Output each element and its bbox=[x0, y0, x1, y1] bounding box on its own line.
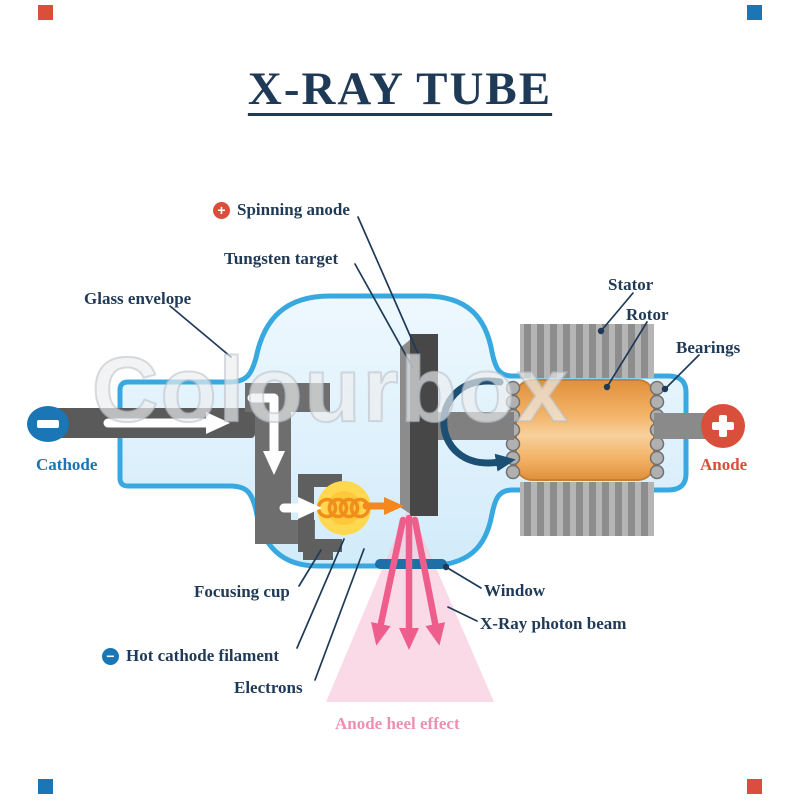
label-text: Cathode bbox=[36, 455, 98, 474]
label-text: Electrons bbox=[234, 678, 303, 697]
minus-icon bbox=[102, 647, 119, 665]
electron-flow-arrows bbox=[103, 393, 322, 519]
leader-dots bbox=[442, 327, 669, 571]
label-hot-cathode-filament: Hot cathode filament bbox=[102, 646, 279, 666]
label-electrons: Electrons bbox=[234, 678, 303, 698]
label-anode-heel-effect: Anode heel effect bbox=[335, 714, 460, 734]
label-anode: Anode bbox=[700, 455, 747, 475]
stator-bottom bbox=[520, 482, 654, 536]
stator-top bbox=[520, 324, 654, 378]
label-focusing-cup: Focusing cup bbox=[194, 582, 290, 602]
label-xray-photon-beam: X-Ray photon beam bbox=[480, 614, 626, 634]
rotation-arrow bbox=[440, 377, 516, 472]
label-glass-envelope: Glass envelope bbox=[84, 289, 191, 309]
label-text: Glass envelope bbox=[84, 289, 192, 308]
label-text: Rotor bbox=[626, 305, 669, 324]
anode-terminal bbox=[654, 404, 745, 448]
leader-lines bbox=[169, 216, 700, 681]
label-rotor: Rotor bbox=[626, 305, 668, 325]
rotor-cylinder bbox=[515, 379, 655, 481]
label-text: Window bbox=[484, 581, 546, 600]
label-tungsten-target: Tungsten target bbox=[224, 249, 338, 269]
hot-cathode-filament-coil bbox=[316, 481, 371, 535]
label-text: X-Ray photon beam bbox=[480, 614, 627, 633]
label-text: Spinning anode bbox=[237, 200, 350, 219]
corner-square-top-left bbox=[38, 5, 53, 20]
label-text: Bearings bbox=[676, 338, 741, 357]
label-text: Hot cathode filament bbox=[126, 646, 279, 665]
label-stator: Stator bbox=[608, 275, 653, 295]
label-window: Window bbox=[484, 581, 545, 601]
label-text: Stator bbox=[608, 275, 654, 294]
label-text: Focusing cup bbox=[194, 582, 290, 601]
label-cathode: Cathode bbox=[36, 455, 97, 475]
rotor-shaft bbox=[438, 412, 514, 440]
anode-disc bbox=[400, 334, 514, 516]
label-text: Anode heel effect bbox=[335, 714, 460, 733]
plus-icon bbox=[213, 201, 230, 219]
page-title: X-RAY TUBE bbox=[247, 63, 553, 115]
label-bearings: Bearings bbox=[676, 338, 740, 358]
label-text: Tungsten target bbox=[224, 249, 339, 268]
corner-square-bottom-left bbox=[38, 779, 53, 794]
label-text: Anode bbox=[700, 455, 748, 474]
cathode-terminal bbox=[27, 406, 69, 442]
xray-beam-arrows bbox=[371, 514, 446, 650]
label-spinning-anode: Spinning anode bbox=[213, 200, 350, 220]
corner-square-top-right bbox=[747, 5, 762, 20]
corner-square-bottom-right bbox=[747, 779, 762, 794]
